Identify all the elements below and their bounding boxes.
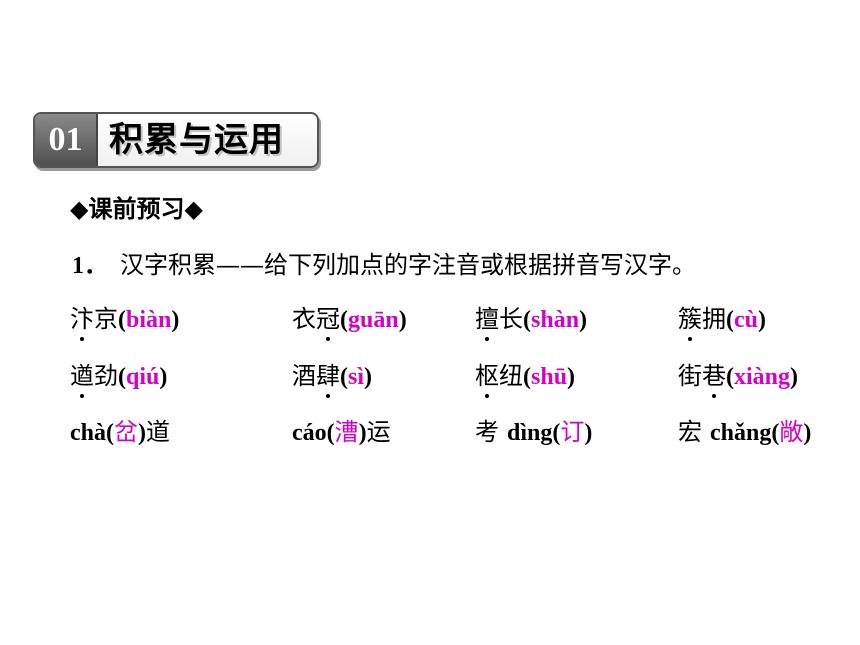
answer-pinyin: shū [531,364,568,390]
char: 纽 [499,362,523,390]
char: 酒 [292,362,316,390]
char: 京 [94,305,118,333]
answer-pinyin: sì [348,364,365,390]
dotted-char: 簇 [678,301,702,341]
char: 街 [678,362,702,390]
subsection-heading: ◆课前预习◆ [70,194,203,223]
dotted-char: 冠 [316,301,340,341]
dotted-char: 遒 [70,358,94,398]
char: 运 [366,418,391,446]
char: 拥 [702,305,726,333]
answer-pinyin: qiú [126,364,160,390]
item-qiujin: 遒劲(qiú) [70,358,167,398]
answer-char: 漕 [334,418,359,446]
answer-pinyin: shàn [531,307,580,333]
answer-char: 订 [560,418,585,446]
dotted-char: 枢 [475,358,499,398]
item-cuyong: 簇拥(cù) [678,301,766,341]
given-pinyin: dìng [507,420,553,446]
dotted-char: 巷 [702,358,726,398]
item-bianjing: 汴京(biàn) [70,301,179,341]
dotted-char: 肆 [316,358,340,398]
item-yiguan: 衣冠(guān) [292,301,407,341]
section-title: 积累与运用 [109,120,284,160]
char: 宏 [678,418,702,446]
answer-pinyin: cù [734,307,758,333]
answer-char: 敞 [779,418,804,446]
answer-pinyin: guān [348,307,399,333]
item-shuniu: 枢纽(shū) [475,358,575,398]
answer-pinyin: xiàng [734,364,791,390]
question-1: 1． 汉字积累——给下列加点的字注音或根据拼音写汉字。 [72,248,696,283]
item-jiusi: 酒肆(sì) [292,358,372,398]
dotted-char: 汴 [70,301,94,341]
section-number: 01 [35,114,98,166]
section-badge: 01 积累与运用 [33,112,319,168]
char: 劲 [94,362,118,390]
given-pinyin: cáo [292,420,327,446]
item-caoyun: cáo(漕)运 [292,418,391,446]
char: 道 [146,418,170,446]
dotted-char: 擅 [475,301,499,341]
item-jiexiang: 街巷(xiàng) [678,358,798,398]
item-shanchang: 擅长(shàn) [475,301,587,341]
char: 衣 [292,305,316,333]
given-pinyin: chà [70,420,106,446]
item-chadao: chà(岔)道 [70,418,170,446]
question-number: 1． [72,253,108,279]
char: 长 [499,305,523,333]
given-pinyin: chǎng [710,420,772,446]
answer-char: 岔 [114,418,138,446]
answer-pinyin: biàn [126,307,172,333]
question-text: 汉字积累——给下列加点的字注音或根据拼音写汉字。 [120,251,696,279]
char: 考 [475,418,499,446]
